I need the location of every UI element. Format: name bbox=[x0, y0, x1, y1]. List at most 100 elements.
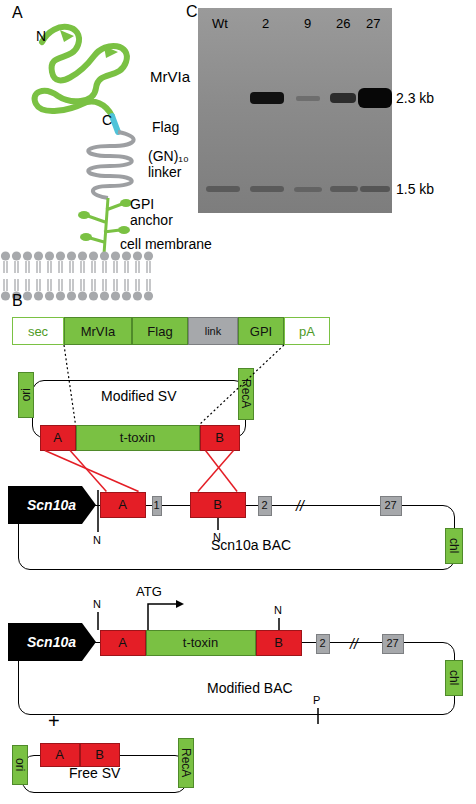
southern-blot bbox=[198, 8, 392, 213]
probe-site: P bbox=[313, 694, 320, 706]
homology-arm: A bbox=[100, 630, 146, 656]
start-codon-arrow bbox=[148, 604, 182, 630]
site-tick bbox=[278, 618, 280, 630]
arrow-fill bbox=[8, 623, 96, 661]
element-label: A bbox=[55, 748, 64, 761]
gene-segment: t-toxin bbox=[76, 425, 200, 451]
element-label: 27 bbox=[386, 638, 398, 649]
lane-label: 2 bbox=[262, 16, 269, 31]
mrvia-peptide bbox=[35, 27, 127, 116]
vector-name: Free SV bbox=[69, 766, 120, 780]
site-tick bbox=[317, 708, 319, 724]
element-label: link bbox=[205, 326, 222, 337]
element-label: chl bbox=[448, 538, 460, 553]
vector-outline: Modified SVoriAt-toxinBRecA bbox=[32, 380, 246, 438]
site-tick bbox=[217, 518, 219, 530]
gpi-sugar bbox=[78, 211, 90, 219]
vector-element: RecA bbox=[178, 738, 194, 788]
lane-label: 26 bbox=[336, 16, 350, 31]
gel-band bbox=[360, 186, 390, 192]
gene-segment: t-toxin bbox=[146, 630, 256, 656]
element-label: MrVIa bbox=[81, 325, 116, 338]
lane-label: 27 bbox=[366, 16, 380, 31]
restriction-site: N bbox=[213, 531, 221, 543]
element-label: chl bbox=[448, 670, 460, 685]
gene-segment: Flag bbox=[132, 317, 188, 345]
gene-promoter-arrow: Scn10a bbox=[8, 486, 96, 524]
element-label: Scn10a bbox=[27, 498, 76, 512]
exon-box: 2 bbox=[258, 496, 272, 516]
homology-arm: A bbox=[100, 492, 146, 518]
element-label: GPI bbox=[250, 325, 272, 338]
site-tick bbox=[97, 612, 99, 630]
vector-name: Scn10a BAC bbox=[211, 538, 291, 552]
vector-outline: Free SVoriABRecA bbox=[22, 755, 187, 793]
homology-arm: A bbox=[40, 743, 80, 767]
homology-arm: B bbox=[80, 743, 120, 767]
start-codon: ATG bbox=[136, 584, 162, 599]
sequence-element: pA bbox=[284, 317, 330, 345]
gel-band bbox=[294, 187, 322, 192]
gel-band bbox=[250, 186, 284, 192]
restriction-site: N bbox=[93, 534, 101, 546]
gel-band bbox=[358, 88, 392, 108]
break-mark: // bbox=[350, 636, 358, 652]
restriction-site: N bbox=[274, 604, 282, 616]
homology-arm: B bbox=[200, 425, 240, 451]
gel-band bbox=[206, 186, 240, 192]
recombination-line bbox=[45, 451, 139, 492]
element-label: B bbox=[215, 431, 224, 444]
gene-segment: GPI bbox=[238, 317, 284, 345]
lane-label: 9 bbox=[304, 16, 311, 31]
exon-box: link bbox=[188, 317, 238, 345]
element-label: A bbox=[118, 636, 127, 649]
gpi-sugar bbox=[118, 226, 130, 234]
element-label: sec bbox=[28, 325, 48, 338]
toxin-schematic bbox=[0, 27, 154, 301]
vector-element: RecA bbox=[238, 368, 254, 420]
gel-image bbox=[198, 8, 392, 213]
lipid-bilayer bbox=[0, 251, 154, 301]
element-label: B bbox=[274, 636, 283, 649]
flag-tag bbox=[112, 116, 118, 132]
element-label: RecA bbox=[240, 379, 252, 408]
terminus-label: N bbox=[36, 28, 46, 44]
element-label: t-toxin bbox=[120, 431, 155, 444]
exon-box: 27 bbox=[382, 634, 404, 654]
gel-band bbox=[296, 96, 320, 101]
peptide-label: MrVIa bbox=[150, 68, 190, 85]
construct-marks bbox=[98, 490, 318, 724]
gel-band bbox=[250, 92, 284, 104]
element-label: 2 bbox=[319, 638, 325, 649]
arrow-fill bbox=[8, 486, 96, 524]
vector-name: Modified SV bbox=[101, 389, 176, 403]
restriction-site: N bbox=[93, 598, 101, 610]
element-label: Scn10a bbox=[27, 635, 76, 649]
tag-label: Flag bbox=[152, 119, 179, 135]
element-label: 1 bbox=[153, 500, 159, 511]
element-label: t-toxin bbox=[183, 636, 218, 649]
gn-linker-coil bbox=[88, 132, 133, 198]
vector-element: chl bbox=[445, 660, 463, 696]
sequence-element: sec bbox=[12, 317, 64, 345]
terminus-label: C bbox=[102, 112, 112, 128]
element-label: ori bbox=[20, 388, 32, 401]
recombination-line bbox=[70, 451, 106, 492]
panel-letter: B bbox=[12, 292, 23, 310]
recombination-line bbox=[206, 451, 238, 492]
gel-band bbox=[330, 93, 356, 103]
gel-band bbox=[330, 186, 358, 192]
gpi-sugar bbox=[80, 233, 92, 241]
expansion-line bbox=[64, 345, 76, 425]
panel-letter: C bbox=[186, 3, 198, 21]
vector-outline: Modified BACScn10aAt-toxinB227chl bbox=[18, 642, 455, 715]
exon-box: 2 bbox=[316, 634, 330, 654]
element-label: ori bbox=[14, 758, 26, 771]
vector-element: ori bbox=[18, 372, 34, 418]
size-marker: 2.3 kb bbox=[396, 90, 434, 106]
vector-element: chl bbox=[445, 528, 463, 564]
expansion-line bbox=[200, 345, 285, 425]
vector-outline: Scn10a BACScn10aA1B227chl bbox=[18, 505, 455, 570]
homology-arm: B bbox=[256, 630, 302, 656]
